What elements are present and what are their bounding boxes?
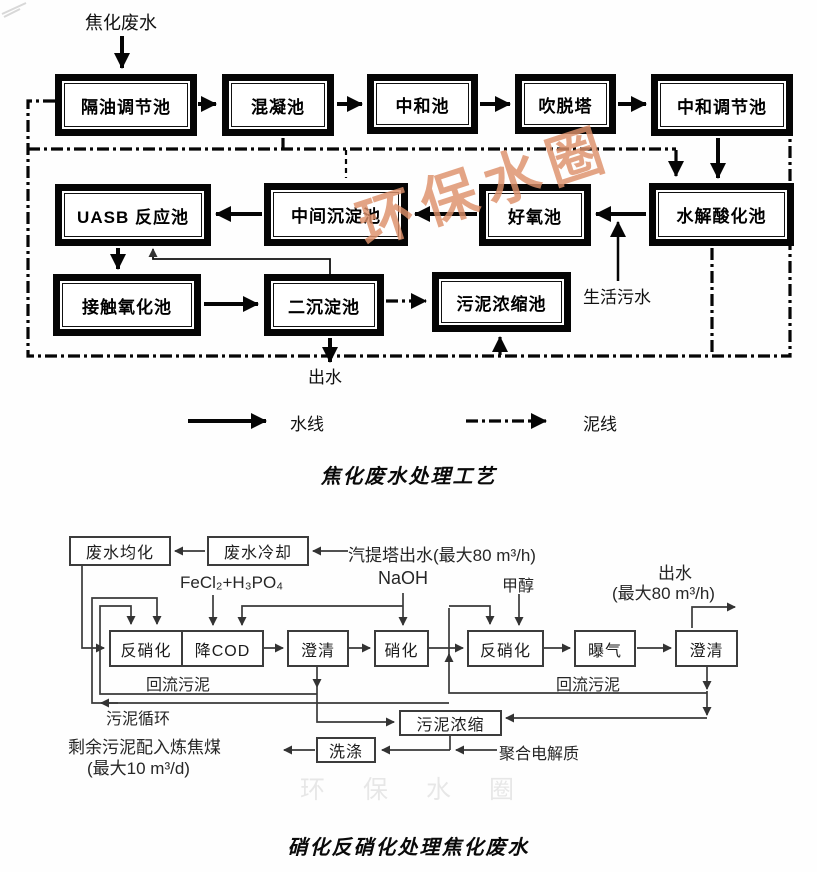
surplus-sludge-label-1: 剩余污泥配入炼焦煤	[68, 738, 221, 757]
diagram2-title: 硝化反硝化处理焦化废水	[287, 837, 530, 859]
node-contact-oxidation-tank: 接触氧化池	[53, 274, 201, 336]
node-label: 降COD	[194, 642, 251, 660]
node-clarifier-2: 澄清	[675, 630, 738, 667]
surplus-sludge-label-2: (最大10 m³/d)	[87, 759, 190, 778]
node-oil-separation-tank: 隔油调节池	[55, 74, 197, 136]
node-label: 中和调节池	[660, 83, 784, 127]
node-label: 硝化	[384, 642, 419, 660]
recycle-line	[148, 248, 331, 276]
node-denitrification-1: 反硝化	[109, 630, 183, 667]
node-label: 曝气	[587, 642, 622, 660]
cycle-line	[91, 597, 449, 704]
return-line	[449, 605, 495, 625]
flow-line	[81, 566, 105, 653]
node-stripping-tower: 吹脱塔	[515, 74, 616, 134]
effluent-label: 出水	[308, 368, 342, 387]
node-washing: 洗涤	[316, 737, 376, 763]
node-uasb-reactor: UASB 反应池	[55, 184, 211, 246]
node-label: 澄清	[689, 642, 724, 660]
legend-water-label: 水线	[290, 415, 324, 434]
outflow-label-1: 出水	[658, 564, 692, 583]
node-label: 中和池	[376, 83, 469, 125]
inflow-label: 汽提塔出水(最大80 m³/h)	[348, 546, 536, 565]
node-secondary-settling-tank: 二沉淀池	[264, 274, 384, 336]
node-label: 反硝化	[120, 642, 172, 660]
node-sludge-thickening-tank: 污泥浓缩池	[432, 272, 571, 332]
node-neutralization-regulating-tank: 中和调节池	[651, 74, 793, 136]
d2-lines	[81, 546, 736, 755]
node-label: 混凝池	[231, 83, 325, 127]
node-intermediate-settling-tank: 中间沉淀池	[264, 183, 408, 246]
node-label: 废水冷却	[223, 545, 292, 562]
flow-line	[316, 687, 395, 727]
node-label: 接触氧化池	[62, 283, 192, 327]
node-label: 污泥浓缩	[416, 717, 485, 734]
node-wastewater-cooling: 废水冷却	[207, 536, 309, 566]
return-sludge-label-1: 回流污泥	[146, 677, 211, 694]
naoh-label: NaOH	[378, 568, 429, 588]
node-coagulation-tank: 混凝池	[222, 74, 334, 136]
sludge-border-line	[26, 99, 792, 358]
node-clarifier-1: 澄清	[287, 630, 349, 667]
return-sludge-label-2: 回流污泥	[556, 677, 621, 694]
d1-water-lines	[110, 36, 726, 429]
node-hydrolysis-acidification-tank: 水解酸化池	[649, 183, 794, 246]
node-label: 中间沉淀池	[273, 192, 399, 237]
node-label: 吹脱塔	[524, 83, 607, 125]
node-sludge-thickening: 污泥浓缩	[399, 710, 502, 736]
node-neutralization-tank: 中和池	[367, 74, 478, 134]
d1-sludge-lines	[26, 99, 792, 429]
node-label: 二沉淀池	[273, 283, 375, 327]
node-label: 水解酸化池	[658, 192, 785, 237]
dosing-line	[237, 605, 403, 626]
fecl2-label: FeCl₂+H₃PO₄	[180, 573, 284, 592]
node-denitrification-2: 反硝化	[467, 630, 544, 667]
node-cod-reduction: 降COD	[181, 630, 264, 667]
scan-artifact	[1, 2, 27, 18]
node-aeration: 曝气	[574, 630, 636, 667]
node-label: 澄清	[300, 642, 335, 660]
node-label: UASB 反应池	[64, 193, 202, 237]
polyelectrolyte-label: 聚合电解质	[499, 746, 580, 763]
node-aerobic-tank: 好氧池	[479, 184, 591, 246]
outflow-label-2: (最大80 m³/h)	[612, 584, 715, 603]
node-label: 污泥浓缩池	[441, 281, 562, 323]
influent-label: 焦化废水	[85, 13, 157, 33]
node-wastewater-equalization: 废水均化	[69, 536, 171, 566]
node-label: 洗涤	[328, 744, 363, 761]
return-line	[448, 608, 707, 694]
node-label: 反硝化	[479, 642, 531, 660]
node-nitrification: 硝化	[374, 630, 429, 667]
sewage-label: 生活污水	[583, 288, 651, 307]
node-label: 隔油调节池	[64, 83, 188, 127]
outflow-line	[691, 602, 736, 628]
sludge-cycle-label: 污泥循环	[106, 711, 171, 728]
diagram1-title: 焦化废水处理工艺	[320, 466, 497, 488]
return-line	[99, 605, 317, 695]
legend-sludge-label: 泥线	[583, 415, 617, 434]
methanol-label: 甲醇	[502, 578, 535, 595]
node-label: 废水均化	[85, 545, 154, 562]
node-label: 好氧池	[488, 193, 582, 237]
